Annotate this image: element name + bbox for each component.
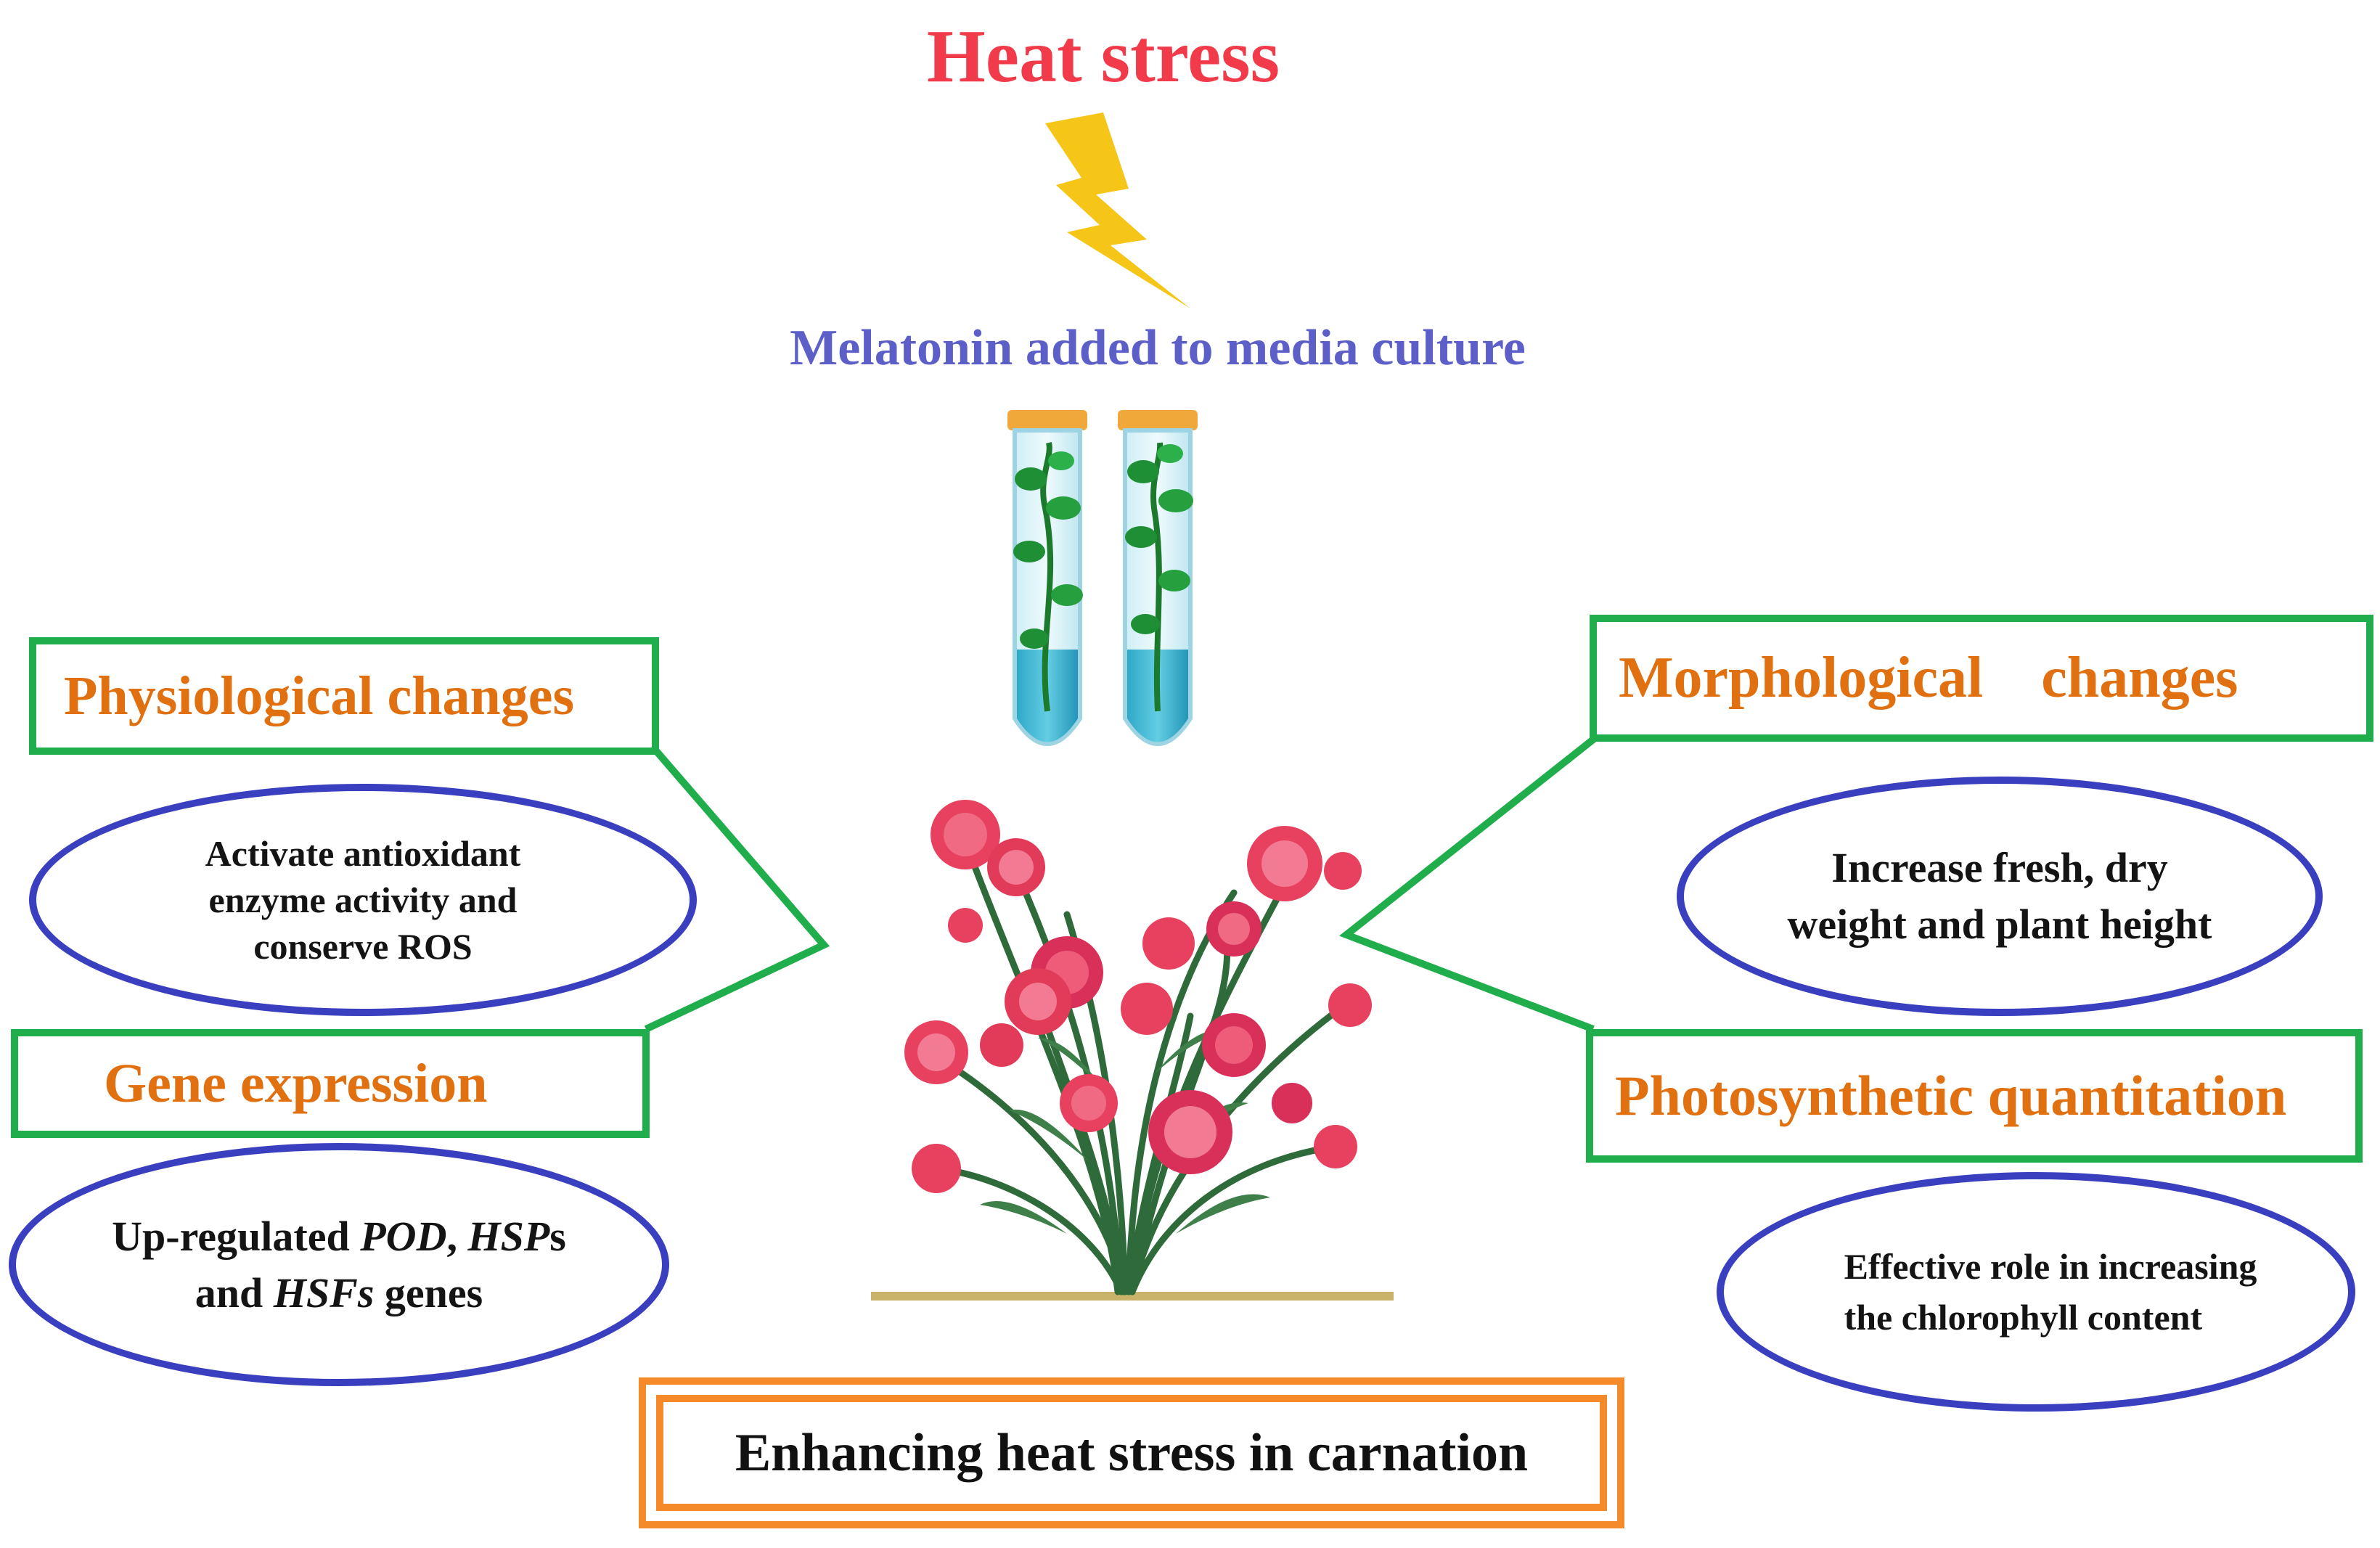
- hsf-gene: HSFs: [273, 1269, 375, 1316]
- gene-plural: s: [549, 1212, 566, 1260]
- gene-text-prefix: Up-regulated: [112, 1212, 361, 1260]
- melatonin-label: Melatonin added to media culture: [790, 320, 1526, 376]
- physiological-changes-box: Physiological changes: [29, 637, 659, 755]
- growth-line-1: Increase fresh, dry: [1831, 844, 2168, 891]
- physiological-changes-label: Physiological changes: [64, 665, 575, 726]
- gene-comma-1: ,: [446, 1212, 468, 1260]
- antioxidant-ellipse: Activate antioxidant enzyme activity and…: [29, 784, 697, 1016]
- pod-gene: POD: [360, 1212, 447, 1260]
- chlorophyll-line-1: Effective role in increasing: [1844, 1246, 2257, 1287]
- gene-text-suffix: genes: [374, 1269, 483, 1316]
- morphological-changes-box: Morphological changes: [1590, 615, 2373, 742]
- growth-ellipse: Increase fresh, dry weight and plant hei…: [1677, 777, 2323, 1016]
- photosynthetic-quantitation-label: Photosynthetic quantitation: [1615, 1064, 2287, 1127]
- gene-regulation-ellipse: Up-regulated POD, HSPs and HSFs genes: [9, 1143, 669, 1386]
- chlorophyll-ellipse: Effective role in increasing the chlorop…: [1717, 1172, 2355, 1412]
- photosynthetic-quantitation-box: Photosynthetic quantitation: [1586, 1029, 2363, 1163]
- gene-text-and: and: [195, 1269, 274, 1316]
- gene-expression-label: Gene expression: [104, 1052, 488, 1114]
- gene-expression-box: Gene expression: [11, 1029, 650, 1138]
- antioxidant-line-3: conserve ROS: [253, 926, 473, 967]
- hsp-gene: HSP: [467, 1212, 550, 1260]
- conclusion-inner-box: Enhancing heat stress in carnation: [656, 1395, 1607, 1511]
- growth-line-2: weight and plant height: [1787, 901, 2212, 948]
- antioxidant-line-1: Activate antioxidant: [205, 833, 521, 874]
- diagram-title: Heat stress: [926, 15, 1280, 98]
- chlorophyll-line-2: the chlorophyll content: [1844, 1297, 2203, 1338]
- conclusion-outer-box: Enhancing heat stress in carnation: [639, 1377, 1624, 1528]
- antioxidant-line-2: enzyme activity and: [208, 880, 518, 920]
- conclusion-label: Enhancing heat stress in carnation: [735, 1422, 1529, 1483]
- morphological-changes-label: Morphological changes: [1619, 646, 2238, 710]
